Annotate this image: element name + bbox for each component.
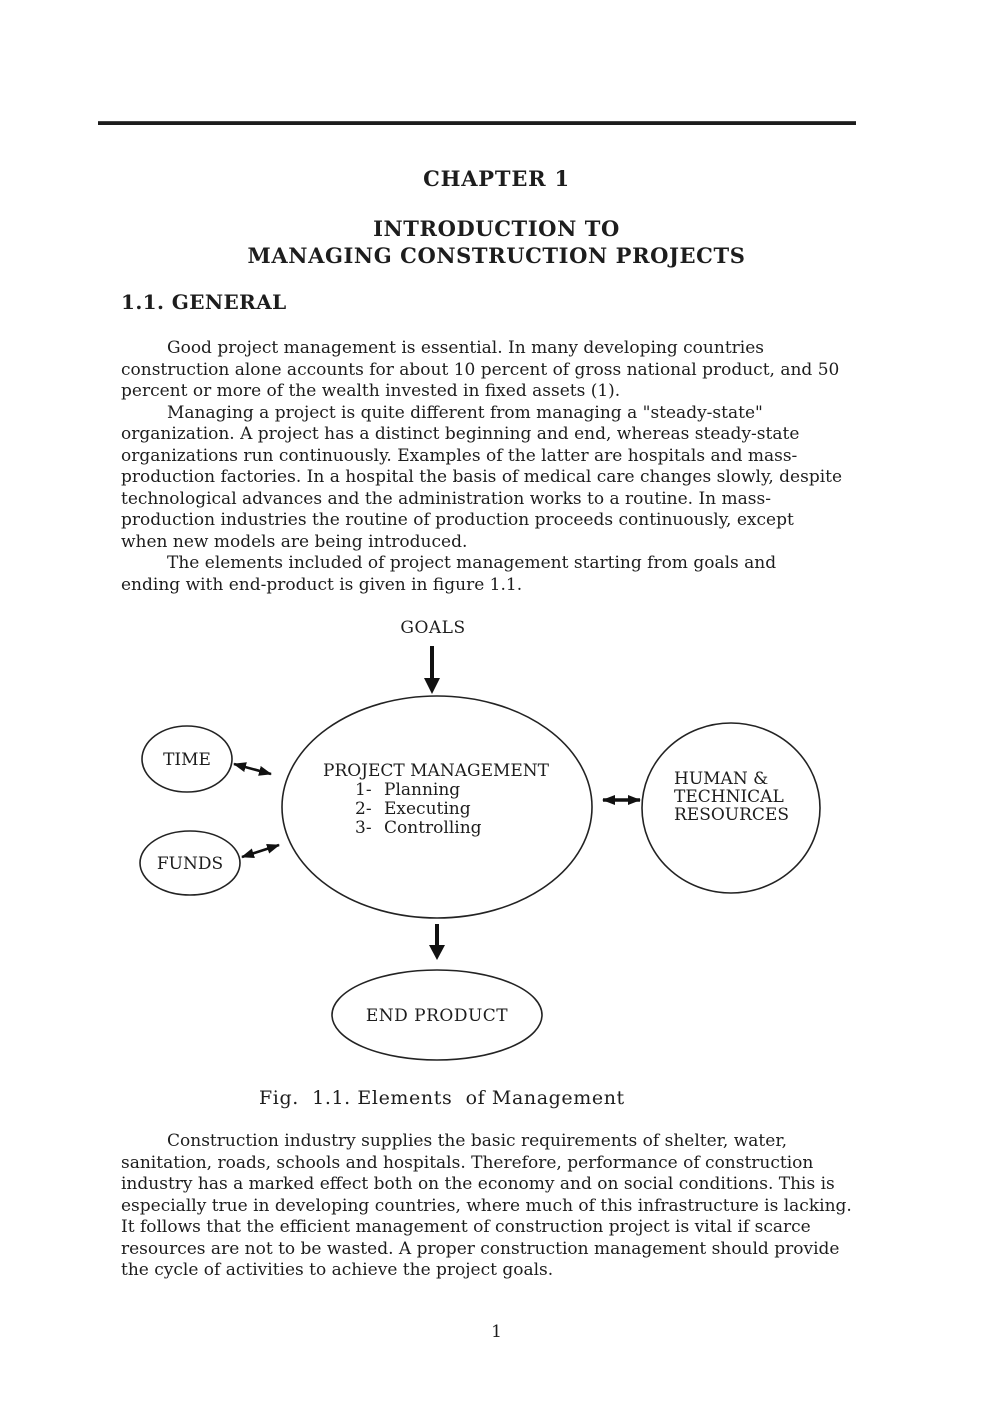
paragraph-3: The elements included of project managem… [121,553,777,595]
resources-label-line-2: TECHNICAL [674,787,784,807]
end-product-label: END PRODUCT [366,1006,508,1026]
goals-down-arrowhead [424,678,440,694]
section-heading: 1.1. GENERAL [121,290,287,314]
paragraph-1: Good project management is essential. In… [121,338,840,401]
title-line-2: MANAGING CONSTRUCTION PROJECTS [247,243,746,268]
pm-item-2-num: 2- [355,799,372,819]
pm-item-2-label: Executing [384,799,471,819]
figure-1-1-diagram: GOALS PROJECT MANAGEMENT 1- Planning 2- … [139,618,821,1061]
funds-ellipse [139,830,241,896]
funds-label: FUNDS [157,854,223,874]
title-line-1: INTRODUCTION TO [373,216,620,241]
pm-title: PROJECT MANAGEMENT [323,761,550,781]
pm-item-1-num: 1- [355,780,372,800]
pm-item-1-label: Planning [384,780,460,800]
project-management-ellipse [281,695,593,919]
resources-ellipse [641,722,821,894]
goals-label: GOALS [400,618,465,638]
header-rule [98,121,856,125]
pm-item-3-label: Controlling [384,818,482,838]
time-ellipse [141,725,233,793]
funds-pm-arrow [241,843,280,859]
document-title: INTRODUCTION TO MANAGING CONSTRUCTION PR… [0,215,993,269]
chapter-heading: CHAPTER 1 [423,166,570,191]
page-number: 1 [491,1322,502,1342]
figure-caption: Fig. 1.1. Elements of Management [259,1087,625,1109]
paragraph-2: Managing a project is quite different fr… [121,402,843,552]
time-pm-arrow [233,762,272,776]
end-product-ellipse [331,969,543,1061]
pm-item-3-num: 3- [355,818,372,838]
resources-label-line-3: RESOURCES [674,805,789,825]
resources-label-line-1: HUMAN & [674,769,768,789]
closing-paragraph: Construction industry supplies the basic… [121,1131,852,1280]
pm-endproduct-arrowhead [429,945,445,960]
body-text: Good project management is essential. In… [121,338,842,596]
time-label: TIME [163,750,211,770]
